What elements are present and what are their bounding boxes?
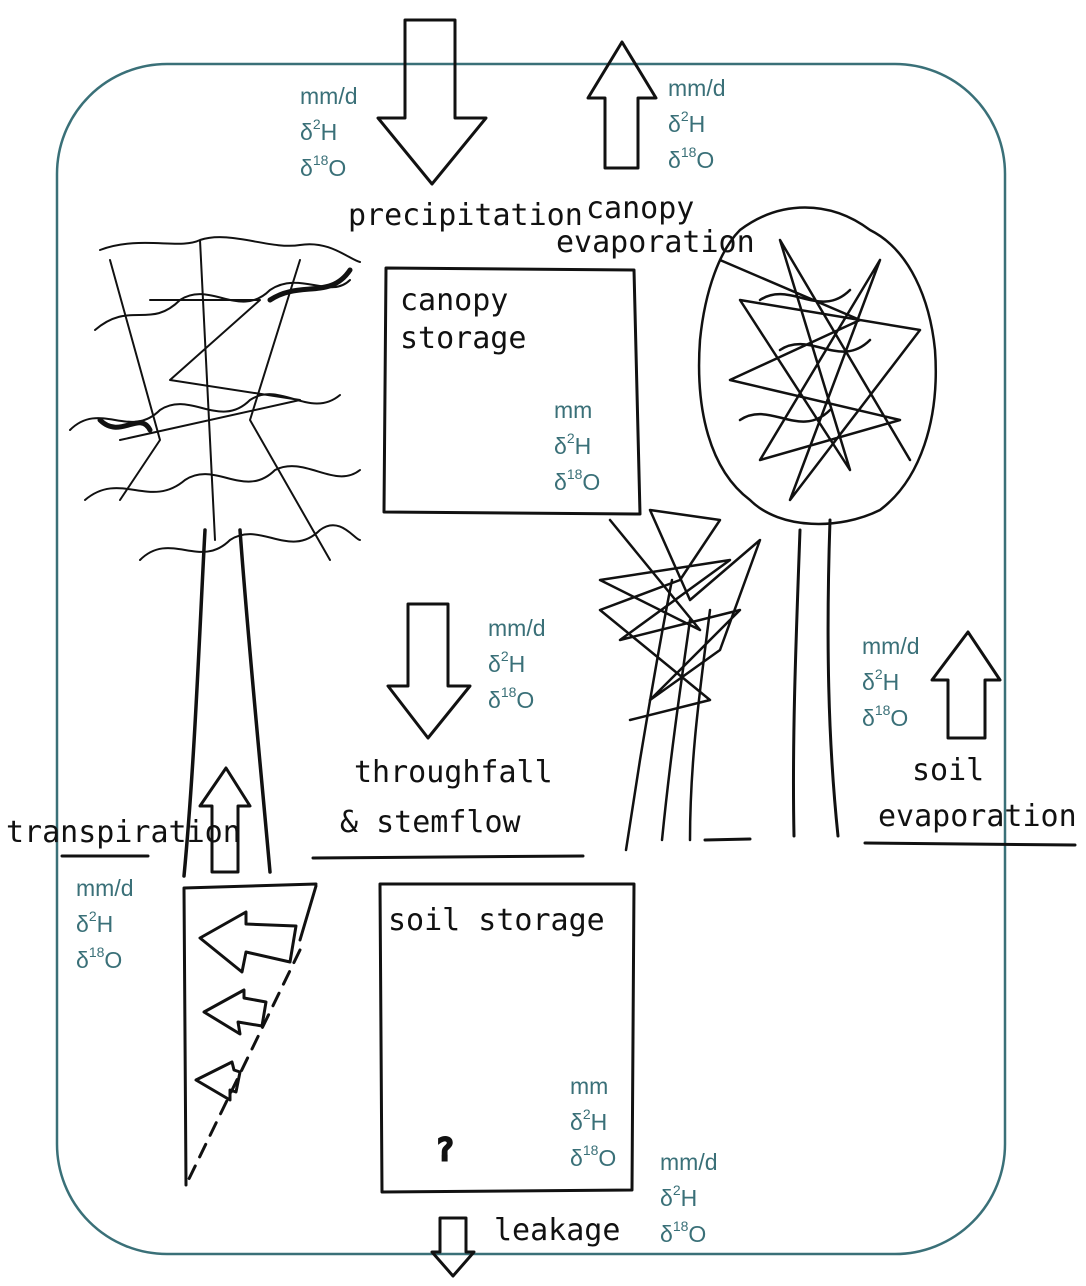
unit-d18o: δ18O (862, 702, 909, 731)
canopy-storage-box (382, 266, 642, 516)
leakage-units: mm/d δ2H δ18O (660, 1144, 718, 1252)
unit-d18o: δ18O (488, 684, 535, 713)
soil-evaporation-label-line1: soil (912, 753, 984, 788)
unit-d18o: δ18O (76, 944, 123, 973)
unit-mm: mm (554, 397, 593, 423)
soil-storage-units: mm δ2H δ18O (570, 1068, 616, 1176)
throughfall-label-line2: & stemflow (340, 805, 522, 840)
unit-d2h: δ2H (570, 1106, 608, 1135)
canopy-storage-units: mm δ2H δ18O (554, 392, 600, 500)
ground-lines (60, 837, 1077, 860)
tree-left-icon (69, 236, 361, 878)
unit-d18o: δ18O (554, 466, 601, 495)
unit-d2h: δ2H (76, 908, 114, 937)
canopy-evaporation-units: mm/d δ2H δ18O (668, 70, 726, 178)
unit-d18o: δ18O (668, 144, 715, 173)
canopy-storage-label-line1: canopy (400, 283, 508, 318)
unit-mm: mm (570, 1073, 609, 1099)
unit-d2h: δ2H (660, 1182, 698, 1211)
system-boundary (55, 62, 1007, 1256)
leakage-label: leakage (494, 1213, 620, 1248)
unit-d2h: δ2H (554, 430, 592, 459)
transpiration-arrow-icon (198, 766, 252, 874)
transpiration-units: mm/d δ2H δ18O (76, 870, 134, 978)
unit-d2h: δ2H (300, 116, 338, 145)
leakage-arrow-icon (430, 1216, 476, 1278)
canopy-evaporation-arrow-icon (586, 40, 658, 170)
precipitation-arrow-icon (376, 18, 488, 186)
soil-evaporation-arrow-icon (930, 630, 1002, 740)
tree-right-icon (697, 206, 937, 838)
unit-mm-d: mm/d (660, 1149, 718, 1175)
throughfall-arrow-icon (386, 602, 472, 740)
canopy-evaporation-label-line2: evaporation (556, 225, 755, 260)
precipitation-label: precipitation (348, 198, 583, 233)
soil-storage-box (378, 882, 636, 1194)
soil-storage-label: soil storage (388, 903, 605, 938)
soil-evaporation-units: mm/d δ2H δ18O (862, 628, 920, 736)
precipitation-units: mm/d δ2H δ18O (300, 78, 358, 186)
unit-d18o: δ18O (660, 1218, 707, 1247)
throughfall-label-line1: throughfall (354, 755, 553, 790)
canopy-evaporation-label-line1: canopy (586, 191, 694, 226)
unit-mm-d: mm/d (488, 615, 546, 641)
unit-mm-d: mm/d (76, 875, 134, 901)
unit-d2h: δ2H (488, 648, 526, 677)
throughfall-units: mm/d δ2H δ18O (488, 610, 546, 718)
transpiration-label: transpiration (6, 815, 241, 850)
unit-d18o: δ18O (300, 152, 347, 181)
unknown-storage-question-mark: ? (436, 1133, 454, 1168)
soil-evaporation-label-line2: evaporation (878, 799, 1077, 834)
shrub-icon (598, 508, 762, 852)
unit-d2h: δ2H (862, 666, 900, 695)
unit-mm-d: mm/d (668, 75, 726, 101)
root-uptake-icon (182, 882, 318, 1187)
unit-mm-d: mm/d (862, 633, 920, 659)
unit-d18o: δ18O (570, 1142, 617, 1171)
unit-mm-d: mm/d (300, 83, 358, 109)
canopy-storage-label-line2: storage (400, 321, 526, 356)
unit-d2h: δ2H (668, 108, 706, 137)
